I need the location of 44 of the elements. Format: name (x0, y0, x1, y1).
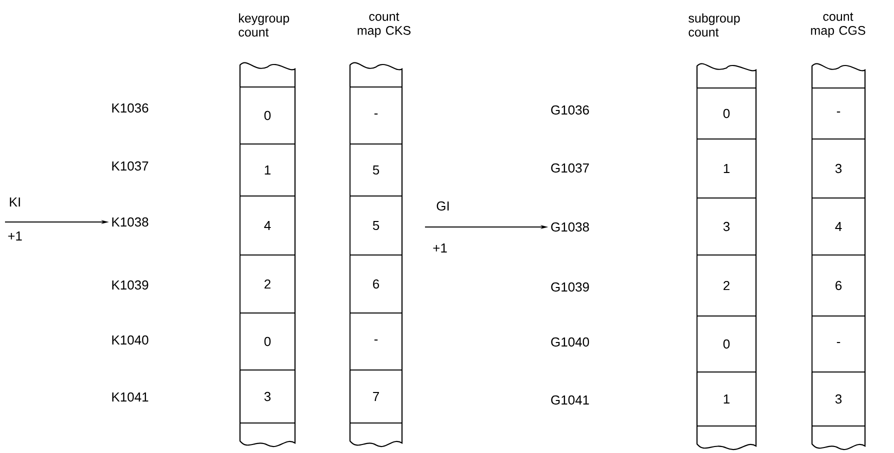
row-key: G1040 (551, 337, 590, 347)
column-heading: count map CKS (358, 12, 411, 38)
row-key: G1039 (551, 282, 589, 292)
row-key: K1036 (112, 103, 148, 113)
increment-label: +1 (433, 244, 447, 252)
edge-label: GI (436, 201, 449, 211)
row-key: K1038 (112, 217, 148, 227)
table-cell: 1 (240, 144, 296, 196)
table-cell: 5 (350, 144, 402, 196)
table-cell: 0 (240, 312, 296, 370)
table-cell: 6 (812, 254, 866, 316)
table-cell: 2 (240, 254, 296, 314)
edge-label: KI (10, 198, 20, 206)
row-key: K1037 (112, 161, 148, 171)
table-cell: - (350, 86, 402, 144)
row-key: G1037 (551, 163, 589, 173)
row-key: K1041 (112, 392, 148, 402)
table-cell: 3 (240, 370, 296, 424)
table-cell: 4 (812, 198, 866, 256)
table-cell: 1 (696, 372, 756, 426)
table-cell: 5 (350, 196, 402, 256)
table-cell: 3 (812, 372, 866, 426)
table-cell: 7 (350, 370, 402, 424)
table-cell: 2 (696, 254, 756, 316)
table-cell: 3 (696, 198, 756, 256)
table-cell: 0 (696, 316, 756, 372)
table-cell: 4 (240, 196, 296, 256)
table-cell: 0 (696, 88, 756, 140)
table-cell: 0 (240, 86, 296, 144)
column-heading: subgroup count (688, 13, 740, 37)
table-cell: 3 (812, 138, 866, 198)
row-key: K1040 (112, 335, 148, 345)
row-key: G1041 (551, 395, 589, 405)
table-cell: - (812, 316, 866, 372)
row-key: G1036 (551, 105, 589, 115)
table-cell: 1 (696, 138, 756, 198)
table-cell: - (350, 312, 402, 370)
column-heading: keygroup count (238, 13, 290, 37)
row-key: K1039 (112, 280, 148, 290)
increment-label: +1 (8, 232, 22, 240)
column-heading: count map CGS (811, 12, 866, 38)
table-cell: - (812, 88, 866, 140)
row-key: G1038 (551, 222, 589, 232)
table-cell: 6 (350, 254, 402, 314)
